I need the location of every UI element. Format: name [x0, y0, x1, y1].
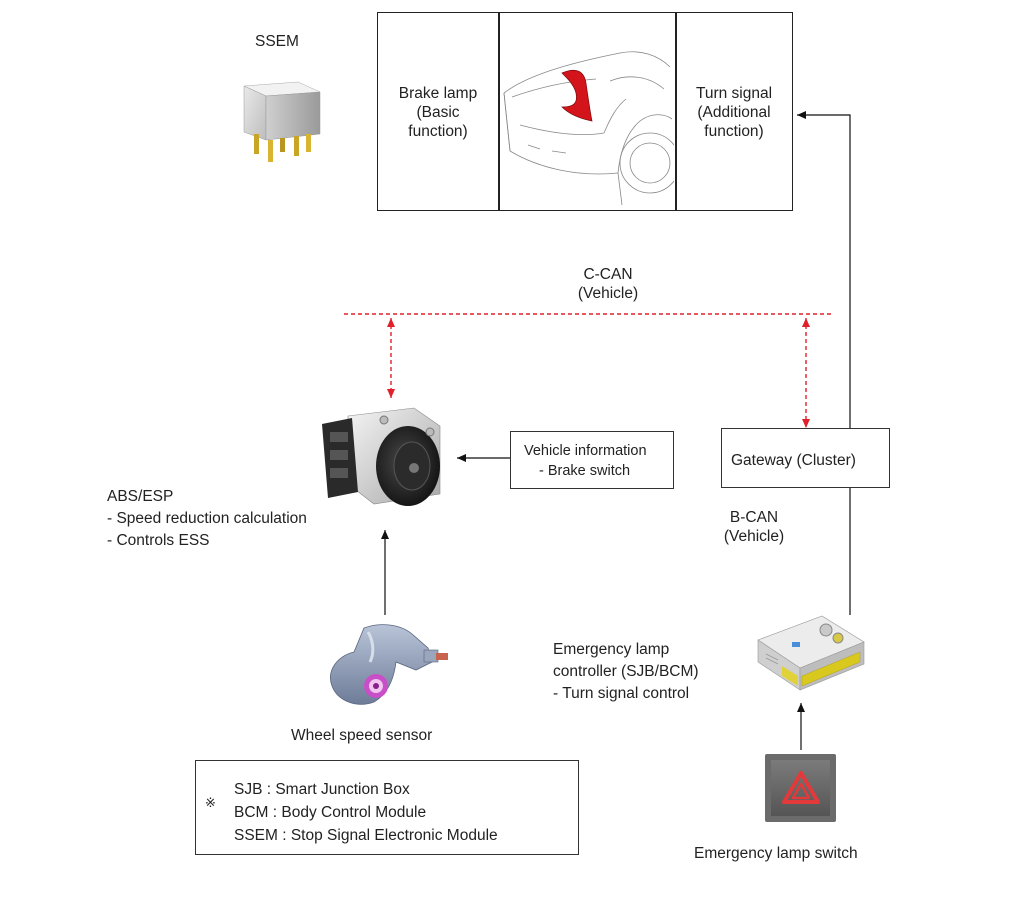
abs-title: ABS/ESP [107, 488, 174, 505]
hazard-switch-icon [765, 754, 836, 822]
legend-mark: ※ [205, 795, 216, 810]
legend-box: ※ SJB : Smart Junction Box BCM : Body Co… [195, 760, 579, 855]
controller-line-2: controller (SJB/BCM) [553, 663, 699, 680]
relay-module-icon [243, 81, 321, 162]
vehicle-info-box: Vehicle information - Brake switch [510, 431, 674, 489]
sjb-bcm-module-icon [757, 615, 865, 691]
lamp-panel: Brake lamp (Basic function) Turn signal … [377, 12, 793, 211]
c-can-label: C-CAN (Vehicle) [577, 266, 639, 302]
abs-esp-unit-icon [322, 407, 441, 506]
abs-item-speed-reduction: - Speed reduction calculation [107, 510, 307, 527]
turn-signal-label: Turn signal (Additional function) [695, 85, 773, 140]
vehicle-info-title: Vehicle information [524, 443, 647, 459]
wheel-speed-sensor-icon [330, 624, 448, 705]
legend-item-ssem: SSEM : Stop Signal Electronic Module [234, 827, 498, 844]
legend-item-bcm: BCM : Body Control Module [234, 804, 427, 821]
hazard-triangle-icon [782, 771, 820, 804]
emergency-switch-label: Emergency lamp switch [694, 845, 858, 862]
vehicle-info-brake-switch: - Brake switch [539, 463, 631, 479]
brake-lamp-highlight [561, 69, 593, 122]
gateway-label: Gateway (Cluster) [731, 452, 856, 469]
controller-line-1: Emergency lamp [553, 641, 670, 658]
legend-item-sjb: SJB : Smart Junction Box [234, 781, 410, 798]
gateway-to-turn-signal-arrow [797, 111, 851, 428]
brake-lamp-label: Brake lamp (Basic function) [398, 85, 478, 140]
b-can-label: B-CAN (Vehicle) [723, 509, 785, 545]
panel-divider-right [675, 13, 677, 210]
wheel-sensor-label: Wheel speed sensor [291, 727, 433, 744]
panel-divider-left [498, 13, 500, 210]
ssem-label: SSEM [255, 33, 299, 50]
controller-line-3: - Turn signal control [553, 685, 690, 702]
abs-item-controls-ess: - Controls ESS [107, 532, 210, 549]
gateway-box: Gateway (Cluster) [721, 428, 890, 488]
vehicle-rear-lamp-icon [503, 51, 674, 206]
